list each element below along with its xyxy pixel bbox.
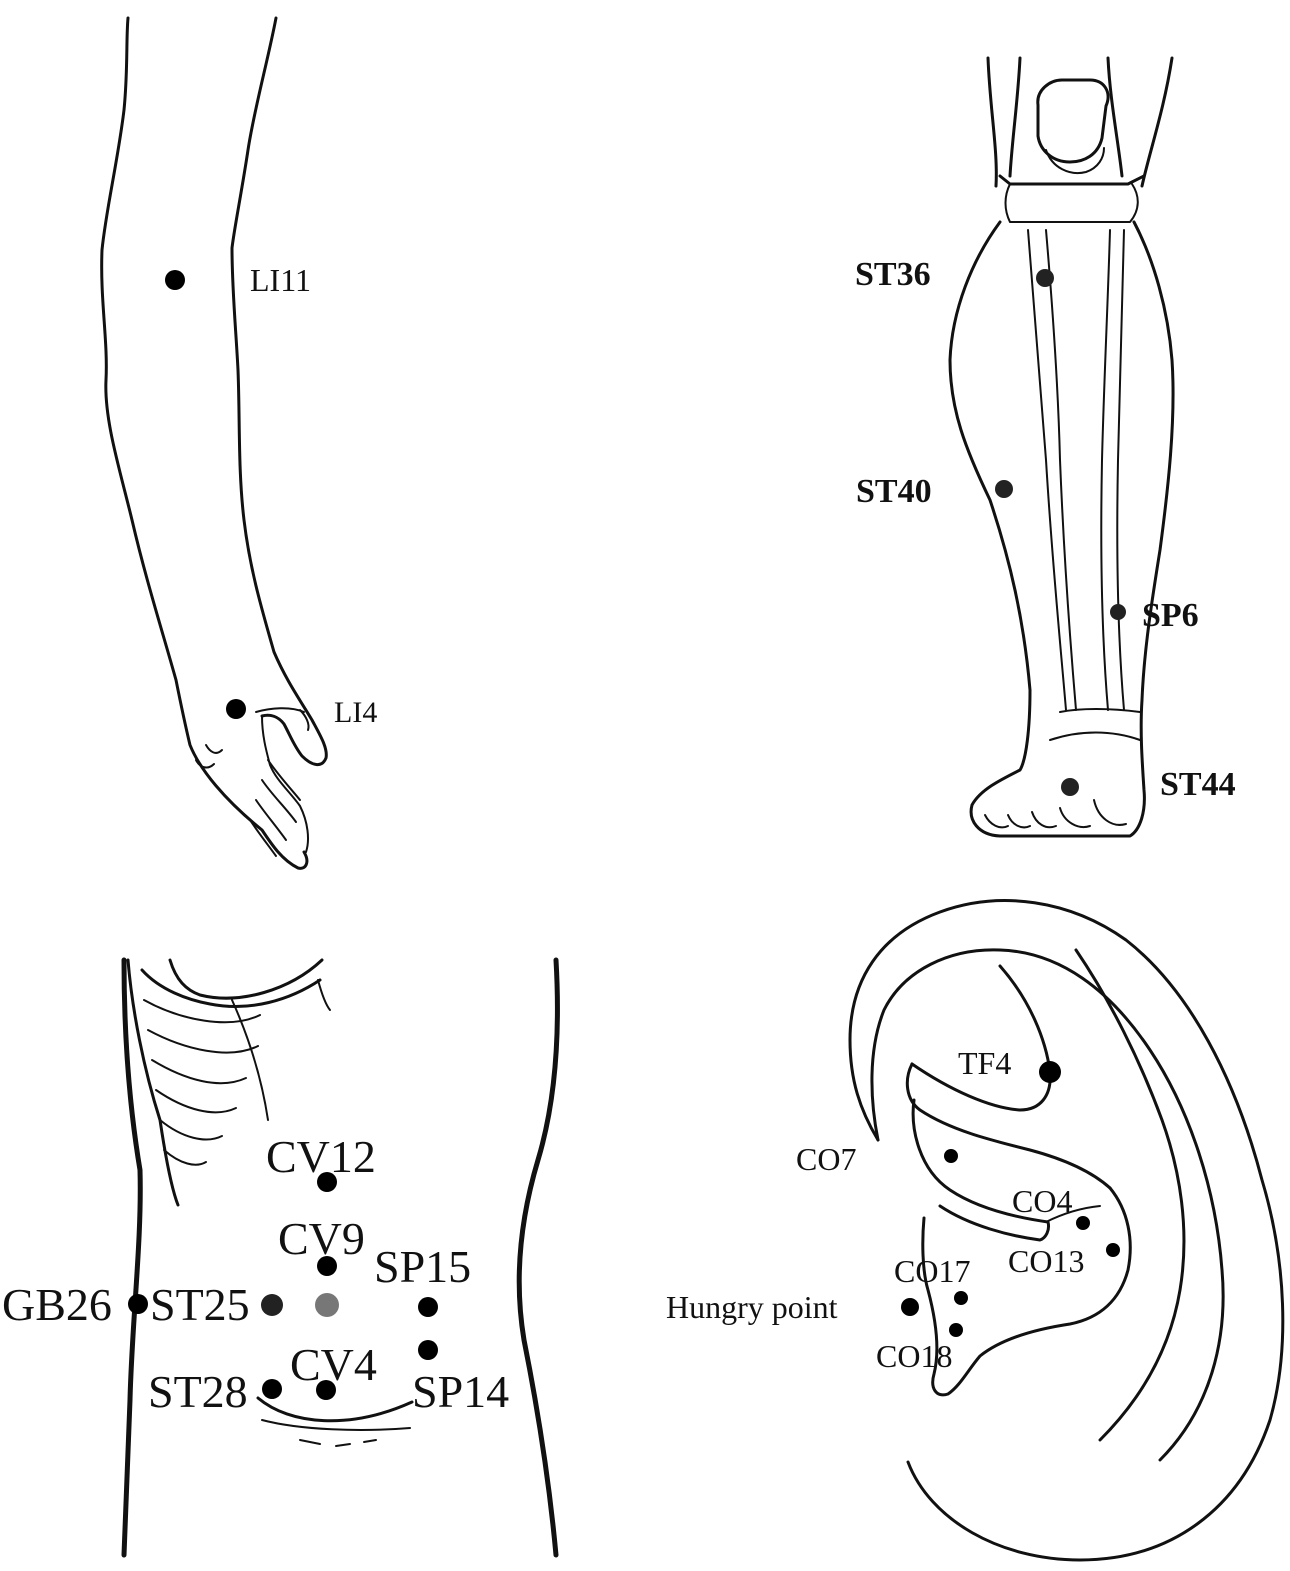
point-sp6-marker (1110, 604, 1126, 620)
point-co13-marker (1106, 1243, 1120, 1257)
label-st36: ST36 (855, 256, 931, 293)
label-co7: CO7 (796, 1141, 856, 1177)
abdomen-panel: CV12 CV9 SP15 GB26 ST25 CV4 ST28 SP14 (2, 957, 560, 1558)
arm-outline (100, 16, 328, 870)
label-gb26: GB26 (2, 1279, 112, 1330)
leg-outline (948, 56, 1175, 838)
leg-panel: ST36 ST40 SP6 ST44 (855, 56, 1236, 838)
point-hungry-marker (901, 1298, 919, 1316)
point-tf4-marker (1039, 1061, 1061, 1083)
point-li4-marker (226, 699, 246, 719)
point-cv9-marker (317, 1256, 337, 1276)
label-sp15: SP15 (374, 1241, 471, 1292)
label-cv4: CV4 (290, 1339, 377, 1390)
label-tf4: TF4 (958, 1045, 1011, 1081)
point-cv12-marker (317, 1172, 337, 1192)
label-co13: CO13 (1008, 1243, 1084, 1279)
point-st25-marker (261, 1294, 283, 1316)
point-sp15-marker (418, 1297, 438, 1317)
label-st28: ST28 (148, 1366, 248, 1417)
label-li11: LI11 (250, 262, 311, 298)
point-sp14-upper-marker (418, 1340, 438, 1360)
label-sp14: SP14 (412, 1366, 509, 1417)
label-cv9: CV9 (278, 1213, 365, 1264)
point-co18-marker (949, 1323, 963, 1337)
label-cv12: CV12 (266, 1131, 376, 1182)
label-st40: ST40 (856, 473, 932, 510)
label-hungry-point: Hungry point (666, 1289, 838, 1325)
point-li11-marker (165, 270, 185, 290)
point-st28-marker (262, 1379, 282, 1399)
label-co17: CO17 (894, 1253, 970, 1289)
point-cv4-marker (316, 1380, 336, 1400)
point-co7-marker (944, 1149, 958, 1163)
point-st44-marker (1061, 778, 1079, 796)
point-gb26-marker (128, 1294, 148, 1314)
abdomen-outline (121, 957, 560, 1558)
label-sp6: SP6 (1142, 597, 1199, 634)
arm-panel: LI11 LI4 (100, 16, 377, 870)
label-co18: CO18 (876, 1338, 952, 1374)
label-st44: ST44 (1160, 766, 1236, 803)
label-co4: CO4 (1012, 1183, 1072, 1219)
label-st25: ST25 (150, 1279, 250, 1330)
ear-panel: TF4 CO7 CO4 CO13 CO17 Hungry point CO18 (666, 899, 1285, 1562)
label-li4: LI4 (334, 696, 377, 729)
point-co17-marker (954, 1291, 968, 1305)
point-navel-marker (315, 1293, 339, 1317)
point-st36-marker (1036, 269, 1054, 287)
ear-outline (848, 899, 1285, 1562)
point-co4-marker (1076, 1216, 1090, 1230)
point-st40-marker (995, 480, 1013, 498)
